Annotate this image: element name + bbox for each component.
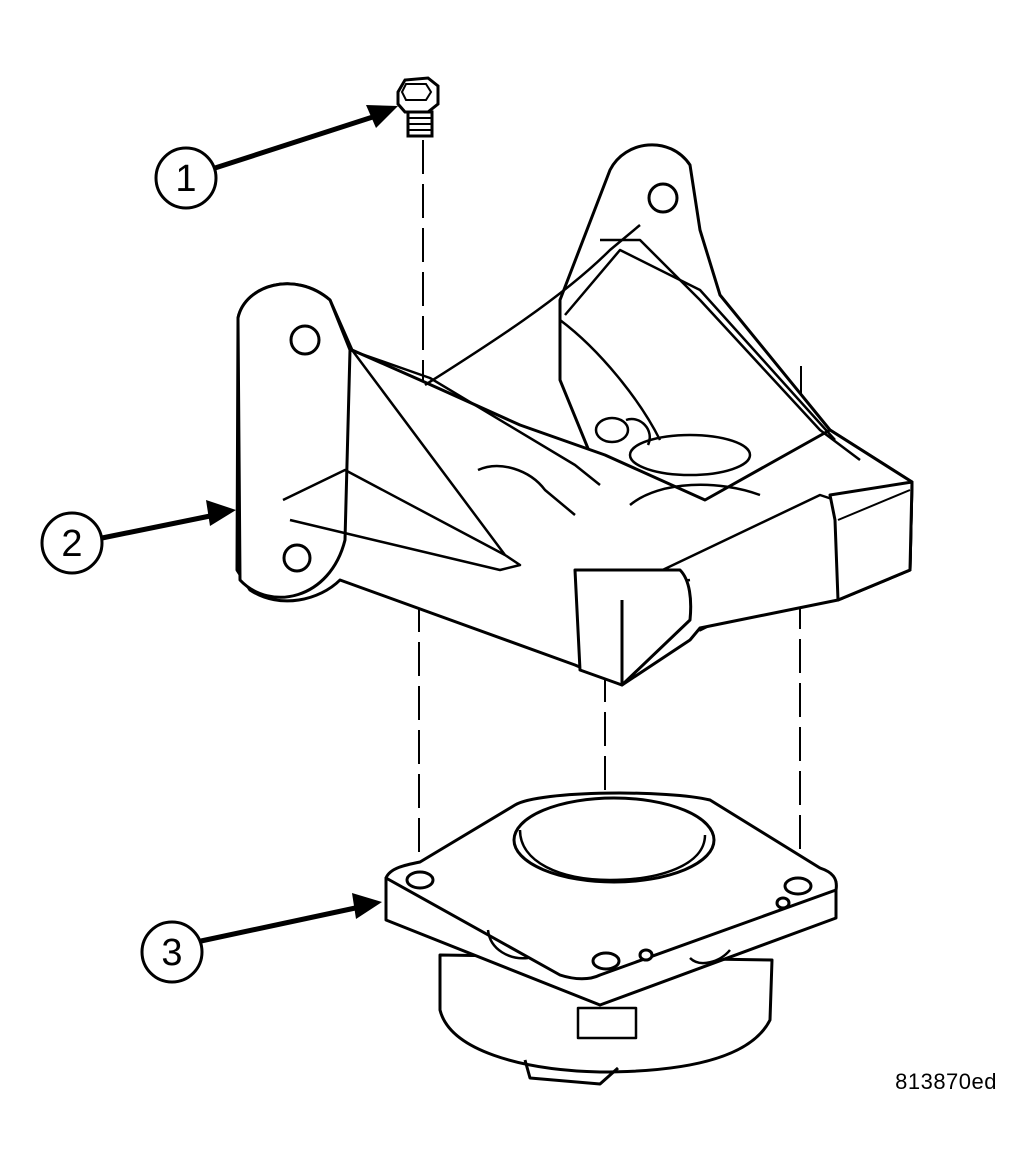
bolt (396, 76, 440, 138)
callout-1: 1 (154, 105, 398, 210)
callout-2-circle (40, 511, 104, 575)
mount-recess (512, 796, 716, 884)
bracket-front-foot (573, 568, 693, 687)
bracket-hole-rear-ear (647, 182, 679, 214)
callout-3-arrowhead (352, 893, 382, 919)
mount (384, 791, 838, 1086)
callout-3-number: 3 (161, 932, 182, 974)
bracket-front-ear (236, 282, 352, 599)
callout-1-number: 1 (175, 158, 196, 200)
mount-hole-left (405, 870, 435, 890)
figure-id: 813870ed (895, 1069, 997, 1094)
mount-hole-small-b (775, 896, 791, 910)
mount-plate-top (384, 791, 838, 981)
mount-hole-front (591, 951, 621, 971)
bracket (235, 143, 914, 687)
callout-1-circle (154, 146, 218, 210)
callout-1-arrowhead (366, 105, 398, 128)
bracket-right-foot (828, 480, 914, 602)
mount-hole-small-a (638, 948, 654, 962)
callout-2-arrowhead (206, 500, 236, 526)
bracket-hole-lower-left (282, 543, 312, 573)
callout-3-leader (200, 904, 361, 944)
callout-1-leader (214, 111, 383, 171)
callout-2-leader (101, 512, 216, 541)
callout-2-number: 2 (61, 523, 82, 565)
callout-3: 3 (140, 893, 382, 984)
callout-3-circle (140, 920, 204, 984)
bracket-hole-upper-left (289, 324, 321, 356)
callout-2: 2 (40, 500, 236, 575)
mount-hole-right (783, 876, 813, 896)
bracket-hole-rear (594, 416, 630, 444)
